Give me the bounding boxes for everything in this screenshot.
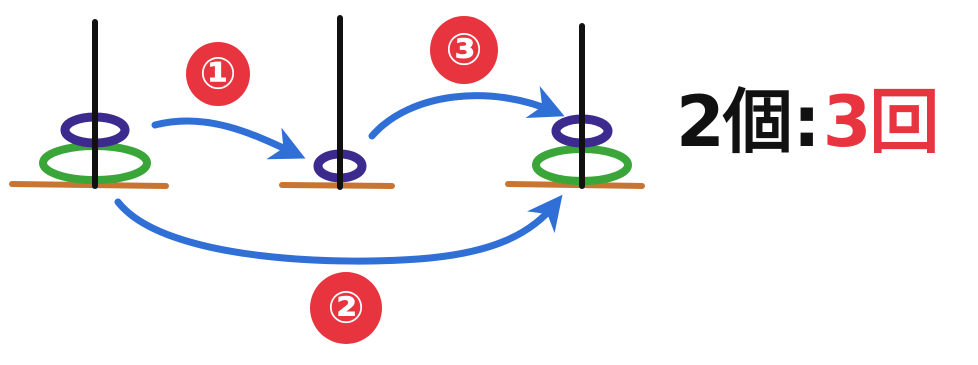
- step-badge-3: ③: [430, 16, 498, 84]
- caption-disk-count: 2個: [676, 87, 791, 157]
- step-badge-1: ①: [186, 42, 250, 106]
- step-badge-2: ②: [310, 272, 382, 344]
- tower-center: [282, 18, 392, 187]
- caption-move-count: 3回: [823, 87, 938, 157]
- step-label-3: ③: [445, 25, 482, 76]
- move-arrow-1: [155, 121, 296, 154]
- tower-left: [12, 22, 166, 186]
- move-arrow-3: [372, 96, 555, 136]
- step-label-2: ②: [327, 283, 364, 334]
- tower-left-base: [12, 184, 166, 186]
- step-label-1: ①: [199, 49, 236, 100]
- caption: 2個 : 3回: [676, 72, 937, 172]
- move-arrow-2: [118, 202, 556, 261]
- caption-separator: :: [793, 87, 821, 157]
